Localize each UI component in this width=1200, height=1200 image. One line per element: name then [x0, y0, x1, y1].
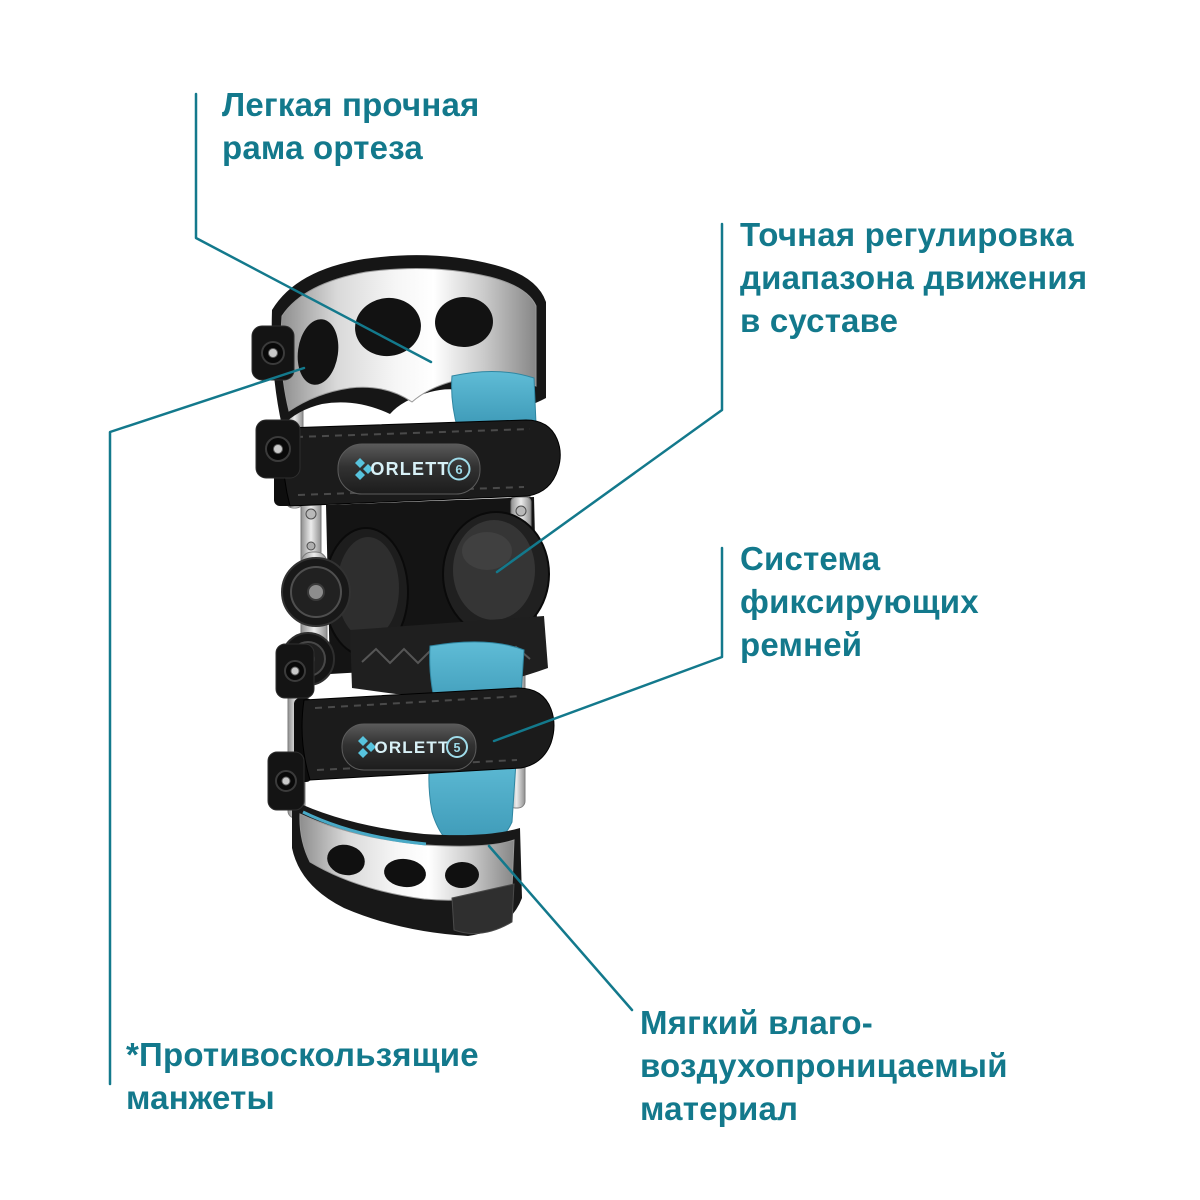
side-strap-buckles	[251, 325, 315, 811]
orlett-brand-upper: ORLETT	[370, 459, 449, 479]
callout-antislip-cuffs: *Противоскользящие манжеты	[126, 1036, 479, 1116]
callout-soft-material: Мягкий влаго- воздухопроницаемый материа…	[640, 1004, 1008, 1127]
lower-strap-badge: 5	[454, 741, 461, 755]
upper-strap-badge: 6	[455, 462, 462, 477]
lower-strap: ORLETT 5	[294, 687, 555, 782]
upper-strap-badge-circle	[447, 457, 471, 481]
callout-rom-adjustment: Точная регулировка диапазона движения в …	[740, 216, 1088, 339]
buckle-1	[251, 325, 295, 381]
orlett-logo-icon-lower	[358, 736, 376, 758]
leader-line-rom	[495, 222, 724, 574]
leader-line-frame	[194, 92, 433, 364]
buckle-2	[255, 419, 301, 479]
leader-line-cuffs	[108, 366, 306, 1086]
upper-strap: ORLETT 6	[274, 419, 561, 507]
lower-strap-badge-circle	[446, 736, 468, 758]
buckle-4	[267, 751, 305, 811]
lower-cuff-frame	[292, 800, 522, 936]
condyle-pads	[323, 511, 550, 657]
lower-strap-plate	[341, 723, 477, 771]
callout-frame: Легкая прочная рама ортеза	[222, 86, 480, 166]
orlett-logo-icon-upper	[355, 458, 373, 480]
leader-line-straps	[492, 546, 724, 743]
leader-line-material	[487, 844, 634, 1012]
brace-illustration: ORLETT 6 ORLETT 5	[251, 255, 561, 936]
callout-strap-system: Система фиксирующих ремней	[740, 540, 979, 663]
orlett-brand-lower: ORLETT	[374, 738, 449, 757]
leader-lines	[108, 92, 724, 1086]
upper-strap-plate	[337, 443, 481, 495]
buckle-3	[275, 643, 315, 699]
